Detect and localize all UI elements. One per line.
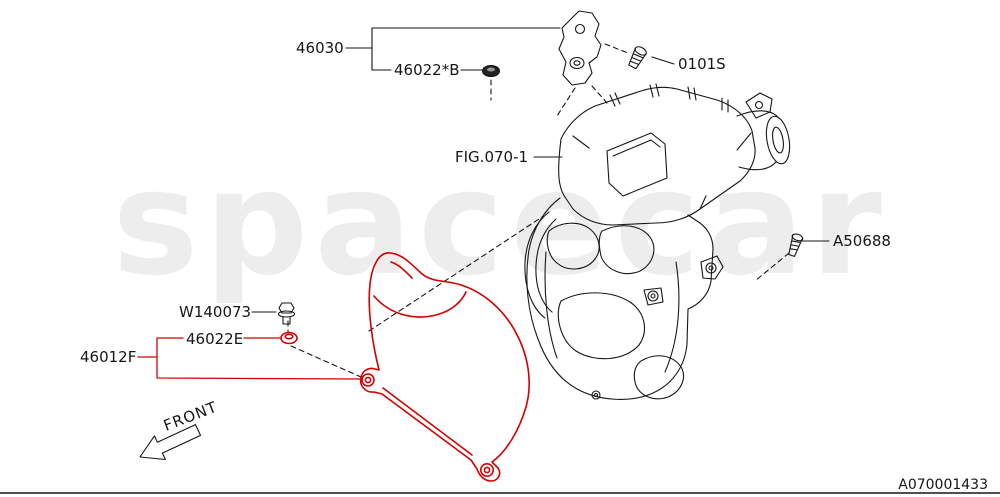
- part-label-46012f: 46012F: [80, 348, 136, 366]
- grommet-46022e-drawing: [280, 331, 298, 345]
- screw-a50688-drawing: [788, 233, 804, 257]
- part-label-46022e: 46022E: [186, 330, 243, 348]
- red-leader-lines: [137, 337, 362, 380]
- screw-0101s-drawing: [628, 46, 647, 70]
- air-cleaner-housing-drawing: [524, 197, 724, 400]
- watermark-text: spacecar: [112, 139, 888, 308]
- part-label-w140073: W140073: [179, 303, 251, 321]
- front-direction-label: FRONT: [161, 398, 220, 435]
- part-label-0101s: 0101S: [678, 55, 726, 73]
- grommet-46022b-drawing: [481, 64, 501, 78]
- front-arrow-icon: [139, 424, 202, 461]
- figure-ref-label: FIG.070-1: [455, 148, 528, 166]
- bolt-w140073-drawing: [277, 302, 296, 325]
- leader-lines: [251, 27, 830, 313]
- part-label-46030: 46030: [296, 39, 344, 57]
- air-duct-cover-drawing: [359, 252, 530, 482]
- doc-number: A070001433: [898, 477, 988, 493]
- mounting-bracket-drawing: [558, 10, 602, 86]
- part-label-a50688: A50688: [833, 232, 891, 250]
- assembly-dashed-lines: [287, 43, 790, 378]
- air-cleaner-lid-drawing: [558, 83, 756, 226]
- part-label-46022b: 46022*B: [394, 61, 460, 79]
- outlet-snout-drawing: [736, 92, 791, 171]
